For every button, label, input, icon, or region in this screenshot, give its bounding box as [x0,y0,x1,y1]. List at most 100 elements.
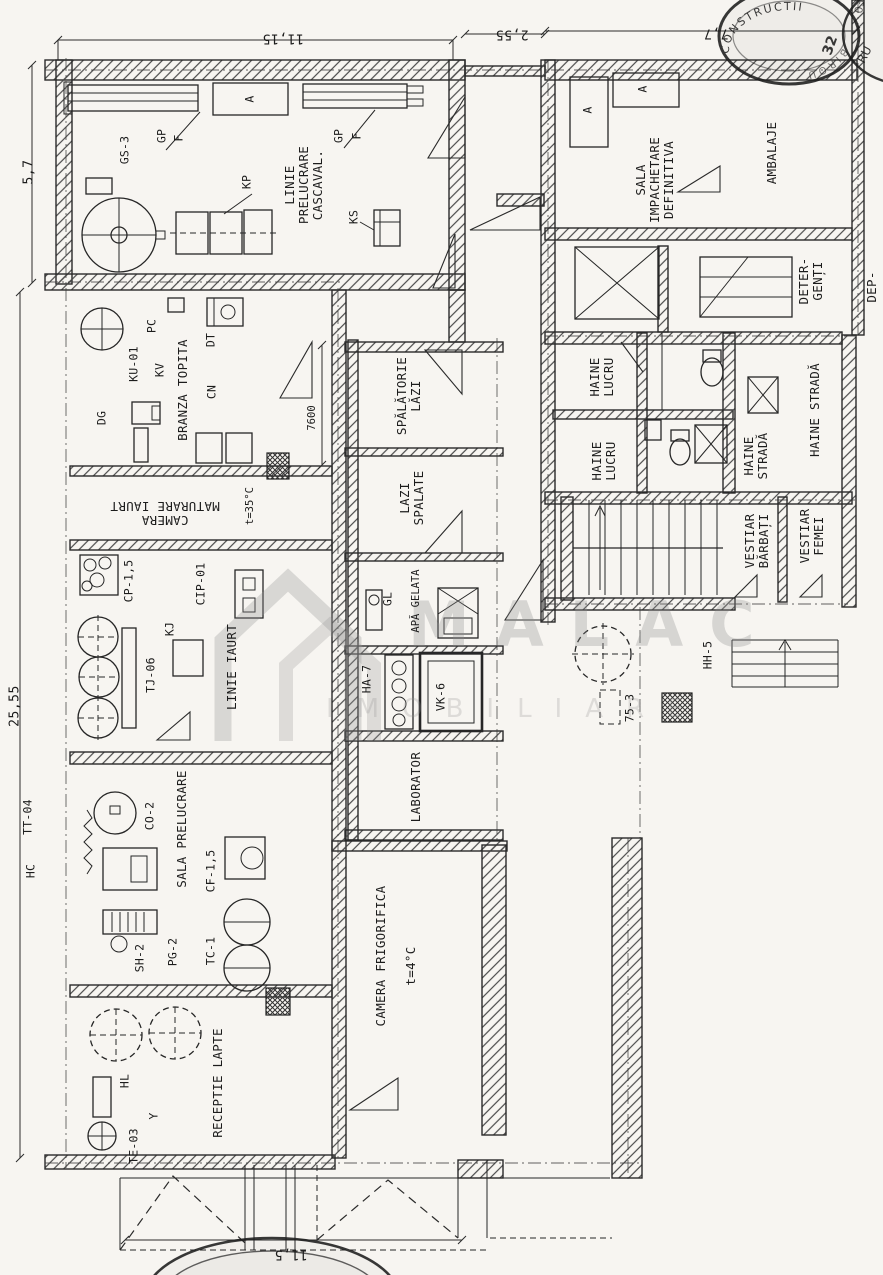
room-line: LUCRU [601,357,616,397]
room-line: SPALATE [411,470,426,526]
room-label-camera-maturare-iaurt: CAMERA MATURARE IAURT [110,499,220,528]
tag-dt: DT [203,332,218,348]
tag-f-left: F [171,134,186,142]
tag-tc1: TC-1 [203,936,218,966]
tag-sh2: SH-2 [132,943,147,973]
tag-ha7: HA-7 [359,664,374,694]
tag-co2: CO-2 [142,801,157,831]
walls [44,0,865,1179]
room-label-haine-lucru-2: HAINE LUCRU [589,441,618,481]
axis-lines [45,0,859,1180]
room-line: PRELUCRARE [296,145,311,225]
tag-cn: CN [204,384,219,400]
tag-hc: HC [23,863,38,879]
room-label-haine-strada-2: HAINE STRADĂ [807,363,822,457]
tag-te03: TE-03 [126,1128,141,1164]
tag-pc: PC [144,318,159,334]
room-line: LUCRU [603,441,618,481]
room-line: GENȚI [810,261,825,301]
room-line: CASCAVAL. [310,149,325,221]
tag-a-hall: A [242,95,257,103]
room-label-laborator: LABORATOR [408,751,423,823]
room-label-linie-prelucrare-cascaval: LINIE PRELUCRARE CASCAVAL. [282,145,325,225]
tag-cp15: CP-1,5 [121,559,136,603]
room-line: BĂRBAȚI [756,513,771,569]
dim-top-left-wing: 11,15 [262,30,304,46]
room-line: IMPACHETARE [647,136,662,224]
tag-ku01: KU-01 [126,346,141,382]
door-swings [119,95,823,1251]
room-line: SPĂLĂTORIE [394,356,409,436]
tag-ks: KS [346,209,361,225]
tag-tj06: TJ-06 [143,657,158,693]
tag-pg2: PG-2 [165,937,180,967]
tag-tt04: TT-04 [20,799,35,835]
room-line: LINIE [282,165,297,205]
tag-kv: KV [152,362,167,378]
room-label-ambalaje: AMBALAJE [764,121,779,185]
dim-left-main: 25,55 [7,685,23,727]
room-line: VESTIAR [742,513,757,569]
room-line: FEMEI [811,516,826,556]
structural-columns [265,452,693,1016]
dim-corridor: 2,55 [495,26,529,42]
tag-gp-left: GP [154,128,169,144]
room-label-lazi-spalate: LAZI SPALATE [397,470,426,526]
equipment-shapes [63,72,839,1251]
temp-label-4c: t=4°C [403,946,418,986]
room-line: HAINE [741,436,756,476]
tag-f-right: F [349,132,364,140]
room-label-haine-lucru-1: HAINE LUCRU [587,357,616,397]
room-line: LAZI [397,482,412,514]
tag-dg: DG [94,410,109,426]
room-line: DETER- [796,257,811,305]
tag-vk6: VK-6 [433,682,448,712]
room-label-vestiar-femei: VESTIAR FEMEI [797,508,826,564]
tag-kp: KP [239,174,254,190]
room-label-spalatorie-lazi: SPĂLĂTORIE LĂZI [394,356,423,436]
room-label-branza-topita: BRANZA TOPITA [175,339,190,441]
dim-bottom: 11,5 [274,1246,308,1262]
room-line: MATURARE IAURT [110,499,220,514]
room-line: SALA [633,164,648,196]
round-stamp-corner-fragment: RU 03 [841,0,883,82]
room-label-depozit: DEP- [864,271,879,303]
room-label-linie-iaurt: LINIE IAURT [224,623,239,711]
room-line: STRADĂ [755,432,770,480]
stamp-number: 32 [820,34,842,58]
room-line: HAINE [589,441,604,481]
tag-gl: GL [380,591,395,607]
room-label-camera-frigorifica: CAMERA FRIGORIFICA [373,885,388,1027]
room-label-haine-strada-1: HAINE STRADĂ [741,432,770,480]
room-line: DEFINITIVA [661,140,676,220]
tag-a-right-2: A [635,85,650,93]
room-label-detergenti: DETER- GENȚI [796,257,825,305]
dim-interior-7600: 7600 [306,405,319,431]
round-stamp-bottom-left [153,1236,391,1275]
round-stamp-top-right: CONSTRUCTII BIROU 32 [717,0,861,86]
tag-gs3: GS-3 [117,135,132,165]
room-label-vestiar-barbati: VESTIAR BĂRBAȚI [742,513,771,569]
room-label-apa-gelata: APĂ GELATA [410,569,423,633]
room-label-sala-prelucrare: SALA PRELUCRARE [174,770,189,888]
room-line: LĂZI [408,380,423,412]
tag-753: 75-3 [622,693,637,723]
tag-cf15: CF-1,5 [203,849,218,893]
tag-a-right-1: A [580,106,595,114]
dim-left-upper: 5,7 [21,159,37,185]
tag-gp-right: GP [331,128,346,144]
room-line: VESTIAR [797,508,812,564]
room-label-sala-impachetare: SALA IMPACHETARE DEFINITIVA [633,136,676,224]
room-label-receptie-lapte: RECEPTIE LAPTE [210,1028,225,1138]
stamp-corner-text: 03 [852,0,867,15]
tag-y: Y [146,1112,161,1120]
tag-kj: KJ [162,621,177,637]
tag-hh5: HH-5 [700,640,715,670]
room-line: CAMERA [141,513,189,528]
tag-cip01: CIP-01 [193,562,208,606]
temp-label-35c: t=35°C [244,487,257,525]
room-line: HAINE [587,357,602,397]
tag-hl: HL [117,1073,132,1089]
